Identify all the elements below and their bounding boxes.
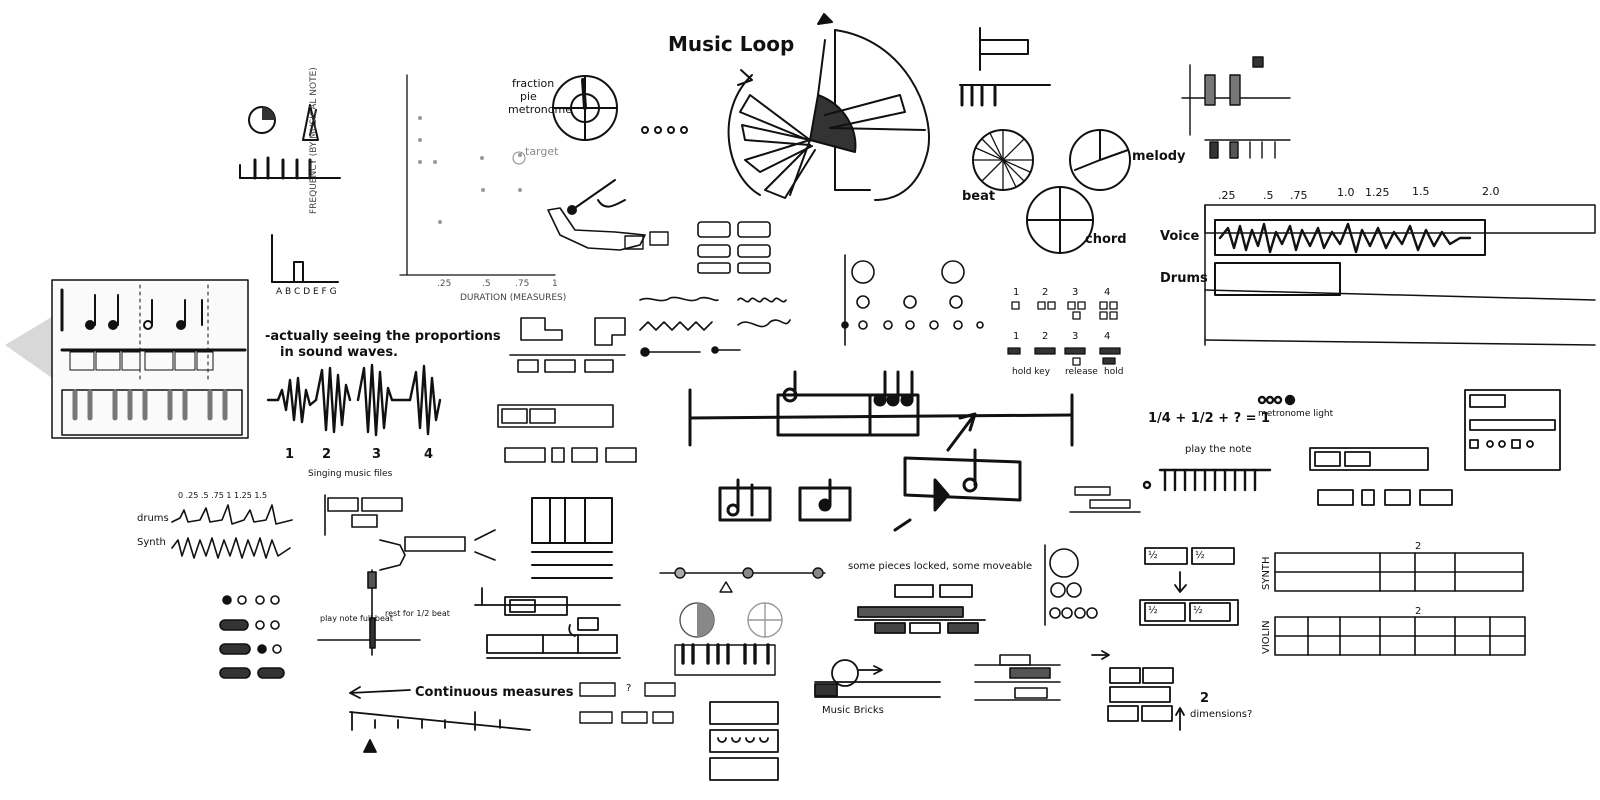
violin-measure-2: 2 — [1415, 607, 1421, 617]
hold-number-top-3: 3 — [1072, 288, 1078, 298]
dial-arc-sketch — [548, 180, 668, 250]
hold-number-top-2: 2 — [1042, 288, 1048, 298]
two-dimensions-number: 2 — [1200, 692, 1209, 705]
duration-tick-3: .75 — [515, 280, 529, 289]
hold-number-bottom-4: 4 — [1104, 332, 1110, 342]
small-cart-sketch — [1070, 487, 1140, 512]
violin-row-label: VIOLIN — [1262, 620, 1272, 654]
singing-files-sketch — [325, 495, 495, 570]
hold-number-bottom-3: 3 — [1072, 332, 1078, 342]
synth-violin-grid — [1275, 553, 1525, 655]
music-loop-title: Music Loop — [668, 34, 794, 54]
letter-bar-sketch — [272, 235, 338, 282]
frequency-axis-label: FREQUENCY (BY MUSICAL NOTE) — [310, 67, 319, 214]
half-card-2: ½ — [1195, 551, 1205, 561]
music-bricks-label: Music Bricks — [822, 706, 884, 716]
mini-pie-metronome — [240, 105, 340, 178]
fraction-equation: 1/4 + 1/2 + ? = 1 — [1148, 412, 1270, 425]
metronome-label: metronome — [508, 104, 572, 115]
question-mark: ? — [626, 684, 631, 694]
timeline-tick-6: 1.5 — [1412, 186, 1430, 197]
waveform-strokes — [640, 297, 790, 356]
timeline-tick-1: .25 — [1218, 190, 1236, 201]
two-dimension-bricks — [1092, 651, 1184, 730]
play-the-note-label: play the note — [1185, 445, 1251, 455]
locked-pieces-label: some pieces locked, some moveable — [848, 562, 1032, 572]
voice-drums-timeline — [1205, 205, 1595, 345]
keyboard-timeline-card — [660, 568, 825, 675]
wave-number-2: 2 — [322, 448, 331, 461]
wave-number-3: 3 — [372, 448, 381, 461]
hold-label: hold — [1104, 368, 1123, 377]
fraction-label: fraction — [512, 78, 554, 89]
singing-files-label: Singing music files — [308, 470, 392, 479]
drums-label: Drums — [1160, 272, 1208, 285]
half-card-3: ½ — [1148, 606, 1158, 616]
size-circle-chart — [842, 255, 983, 345]
hold-key-label: hold key — [1012, 368, 1050, 377]
piano-roll-card — [5, 280, 248, 438]
pill-box-grid — [698, 222, 770, 273]
circle-stack-sketch — [1045, 545, 1097, 625]
target-label: target — [525, 146, 558, 157]
melody-label: melody — [1132, 150, 1186, 163]
drums-small-label: drums — [137, 514, 169, 524]
beat-label: beat — [962, 190, 995, 203]
hold-number-bottom-1: 1 — [1013, 332, 1019, 342]
hold-number-bottom-2: 2 — [1042, 332, 1048, 342]
timeline-tick-4: 1.0 — [1337, 187, 1355, 198]
playnote-label: play note full beat — [320, 615, 393, 623]
duration-tick-4: 1 — [552, 280, 558, 289]
proportions-note-line2: in sound waves. — [280, 346, 398, 359]
timeline-tick-2: .5 — [1263, 190, 1274, 201]
proportions-note-line1: -actually seeing the proportions — [265, 330, 501, 343]
metronome-light-label: metronome light — [1258, 410, 1333, 419]
tall-block-stack — [532, 498, 612, 578]
chord-label: chord — [1085, 233, 1127, 246]
two-dimensions-label: dimensions? — [1190, 710, 1252, 720]
pitch-box-sketch — [960, 28, 1050, 105]
rest-label: rest for 1/2 beat — [385, 610, 450, 618]
pill-rows-sketch — [220, 596, 284, 678]
synth-row-label: SYNTH — [1262, 556, 1272, 590]
hold-number-top-4: 4 — [1104, 288, 1110, 298]
letter-axis-label: A B C D E F G — [276, 288, 337, 297]
synth-measure-2: 2 — [1415, 542, 1421, 552]
hold-number-top-1: 1 — [1013, 288, 1019, 298]
sound-wave-sketch — [268, 365, 440, 435]
locked-pieces-sketch — [855, 585, 985, 633]
timeline-tick-5: 1.25 — [1365, 187, 1390, 198]
release-label: release — [1065, 368, 1098, 377]
continuous-measures-label: Continuous measures — [415, 686, 573, 699]
half-brick-sketch — [475, 588, 620, 658]
central-measure-timeline — [690, 372, 1072, 530]
stacked-brick-sketch — [498, 318, 636, 462]
pie-label: pie — [520, 91, 537, 102]
timeline-tick-3: .75 — [1290, 190, 1308, 201]
small-ticks-label: 0 .25 .5 .75 1 1.25 1.5 — [178, 492, 267, 500]
duration-tick-1: .25 — [437, 280, 451, 289]
symbol-row-stack — [710, 702, 778, 780]
brick-building-sketch — [975, 655, 1060, 700]
synth-small-label: Synth — [137, 538, 166, 548]
wave-number-1: 1 — [285, 448, 294, 461]
keyboard-step-sketch — [1182, 57, 1290, 158]
timeline-tick-7: 2.0 — [1482, 186, 1500, 197]
right-control-panels — [1310, 390, 1560, 505]
half-card-4: ½ — [1193, 606, 1203, 616]
duration-tick-2: .5 — [482, 280, 491, 289]
music-bricks-sketch — [815, 660, 940, 697]
half-card-1: ½ — [1148, 551, 1158, 561]
drums-synth-wave — [172, 505, 292, 558]
duration-axis-label: DURATION (MEASURES) — [460, 294, 566, 303]
wave-number-4: 4 — [424, 448, 433, 461]
voice-label: Voice — [1160, 230, 1199, 243]
